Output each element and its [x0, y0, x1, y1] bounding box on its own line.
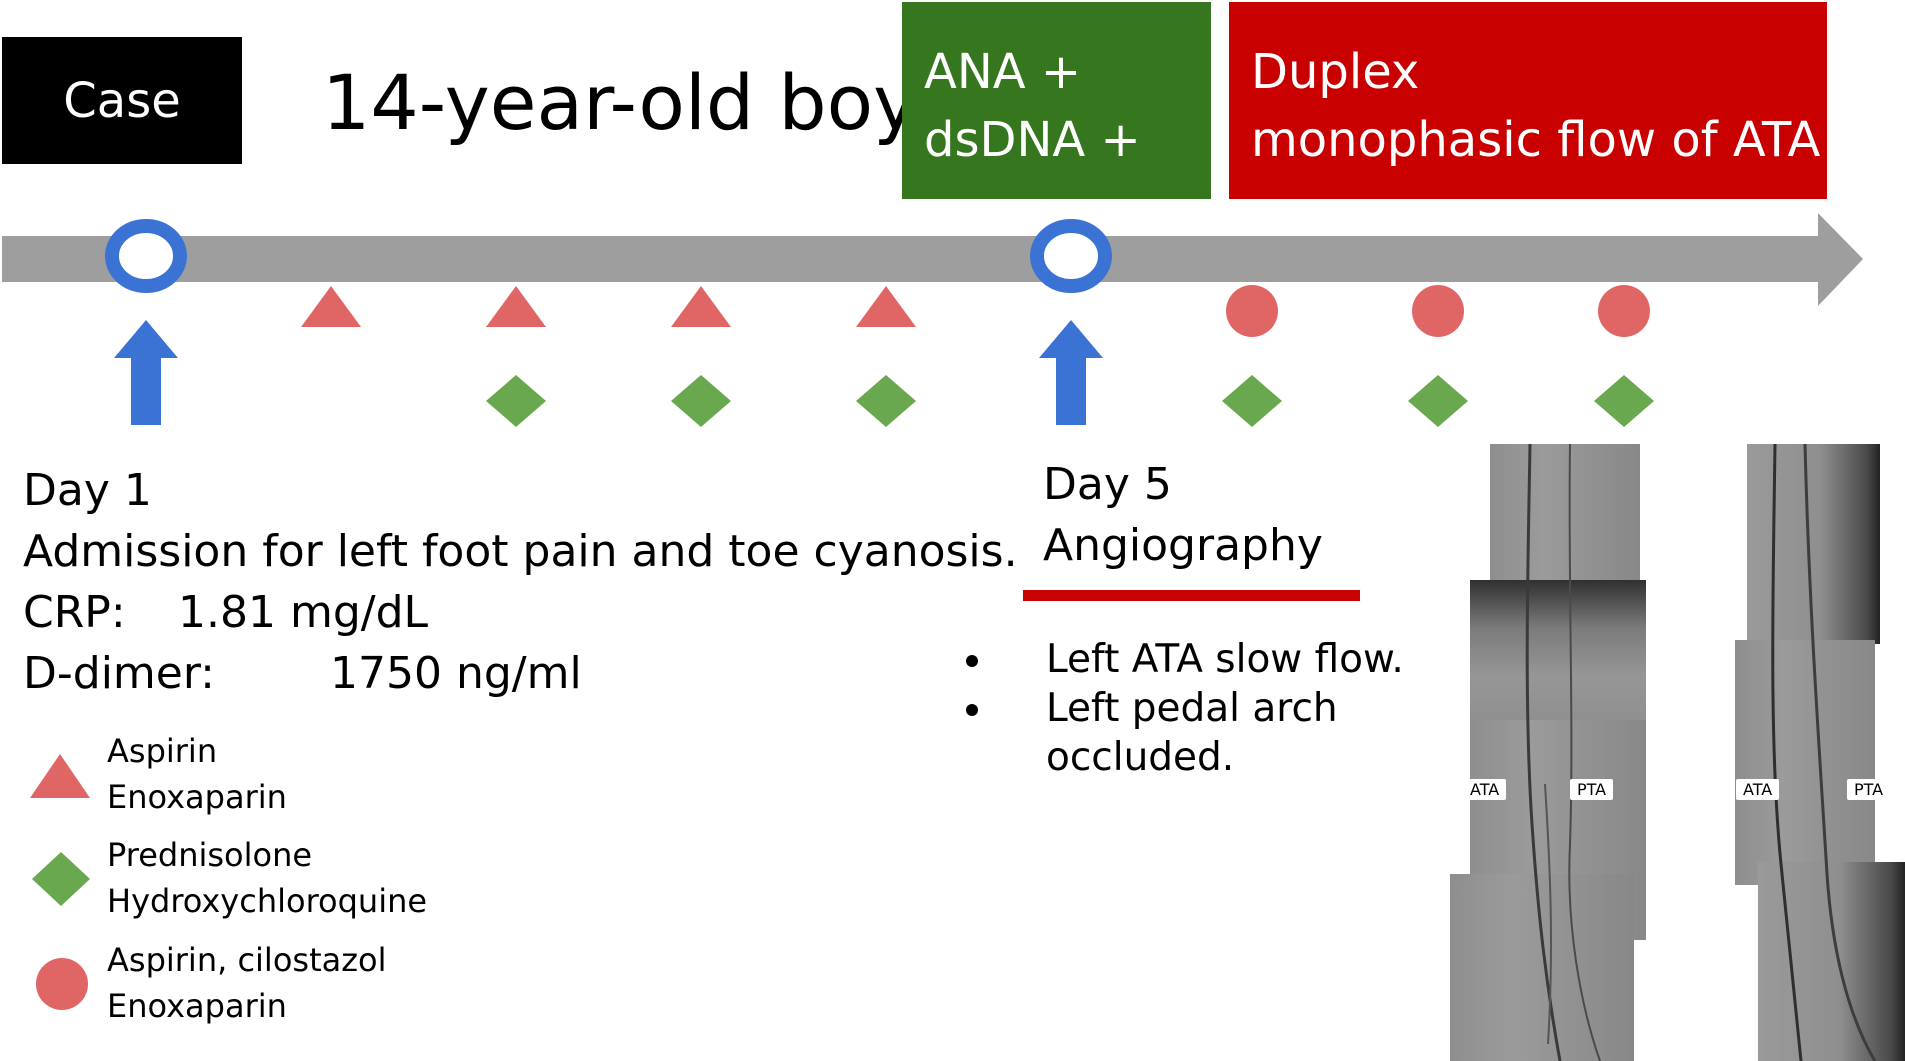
day1-description: Admission for left foot pain and toe cya…: [23, 526, 1018, 577]
legend-diamond-line1: Prednisolone: [107, 836, 313, 874]
timeline-event-marker: [105, 219, 187, 293]
timeline: [2, 213, 1863, 427]
day5-underline: [1023, 590, 1360, 601]
legend-circle-line2: Enoxaparin: [107, 987, 287, 1025]
timeline-event-marker: [1030, 219, 1112, 293]
legend-item-triangle: Aspirin Enoxaparin: [107, 728, 287, 820]
ddimer-row: D-dimer: 1750 ng/ml: [23, 643, 1018, 704]
crp-label: CRP:: [23, 587, 126, 638]
angiogram-1-ata-label: ATA: [1463, 779, 1507, 800]
bullet-icon: [966, 655, 978, 667]
angiogram-1-vessels: [1525, 444, 1601, 1061]
legend-diamond-line2: Hydroxychloroquine: [107, 882, 428, 920]
prednisolone-diamond-marker: [1594, 375, 1654, 427]
angiogram-2-vessels: [1771, 444, 1877, 1061]
legend-item-circle: Aspirin, cilostazol Enoxaparin: [107, 937, 386, 1029]
aspirin-cilostazol-circle-marker: [1412, 285, 1464, 337]
finding-text: Left ATA slow flow.: [1046, 637, 1404, 682]
day1-info: Day 1 Admission for left foot pain and t…: [23, 460, 1018, 704]
day5-findings: Left ATA slow flow. Left pedal arch occl…: [966, 635, 1406, 782]
finding-item: Left pedal arch occluded.: [966, 684, 1406, 782]
prednisolone-diamond-marker: [486, 375, 546, 427]
timeline-markers: [105, 219, 1654, 427]
legend-item-diamond: Prednisolone Hydroxychloroquine: [107, 832, 427, 924]
case-label-box: Case: [2, 37, 242, 164]
up-arrow-icon: [1039, 320, 1103, 425]
legend-circle-line1: Aspirin, cilostazol: [107, 941, 387, 979]
day1-label: Day 1: [23, 465, 152, 516]
labs-line-dsdna: dsDNA +: [924, 112, 1141, 168]
prednisolone-diamond-marker: [671, 375, 731, 427]
angiogram-1-upper-mid: [1470, 580, 1646, 740]
angiogram-2-top: [1747, 444, 1880, 644]
day5-label: Day 5: [1043, 459, 1172, 510]
legend: Aspirin Enoxaparin Prednisolone Hydroxyc…: [28, 728, 448, 1028]
legend-diamond-icon: [32, 852, 90, 906]
duplex-line-title: Duplex: [1251, 44, 1420, 100]
aspirin-enoxaparin-triangle-marker: [486, 286, 546, 327]
up-arrow-icon: [114, 320, 178, 425]
angiogram-1-pta-label: PTA: [1570, 779, 1614, 800]
angiogram-2-bottom: [1758, 862, 1905, 1061]
angiogram-2-ata-label: ATA: [1736, 779, 1780, 800]
prednisolone-diamond-marker: [1222, 375, 1282, 427]
legend-triangle-line1: Aspirin: [107, 732, 218, 770]
crp-row: CRP: 1.81 mg/dL: [23, 582, 1018, 643]
crp-value: 1.81 mg/dL: [178, 587, 429, 638]
aspirin-enoxaparin-triangle-marker: [856, 286, 916, 327]
aspirin-enoxaparin-triangle-marker: [301, 286, 361, 327]
day5-info: Day 5 Angiography: [1043, 454, 1323, 576]
ddimer-label: D-dimer:: [23, 648, 215, 699]
labs-result-box: ANA + dsDNA +: [902, 2, 1211, 199]
duplex-line-finding: monophasic flow of ATA: [1251, 112, 1821, 168]
finding-text: Left pedal arch occluded.: [1046, 686, 1338, 780]
ddimer-value: 1750 ng/ml: [330, 648, 582, 699]
angiogram-2-pta-label: PTA: [1847, 779, 1891, 800]
legend-circle-icon: [36, 958, 88, 1010]
timeline-arrow: [2, 213, 1863, 306]
labs-line-ana: ANA +: [924, 44, 1082, 100]
prednisolone-diamond-marker: [856, 375, 916, 427]
angiogram-2-mid: [1735, 640, 1875, 885]
day5-procedure: Angiography: [1043, 520, 1323, 571]
legend-triangle-icon: [30, 754, 90, 798]
case-label: Case: [63, 72, 181, 129]
legend-triangle-line2: Enoxaparin: [107, 778, 287, 816]
bullet-icon: [966, 704, 978, 716]
aspirin-enoxaparin-triangle-marker: [671, 286, 731, 327]
angiogram-1-bottom: [1450, 874, 1634, 1061]
aspirin-cilostazol-circle-marker: [1598, 285, 1650, 337]
finding-item: Left ATA slow flow.: [966, 635, 1406, 684]
duplex-result-box: Duplex monophasic flow of ATA: [1229, 2, 1827, 199]
aspirin-cilostazol-circle-marker: [1226, 285, 1278, 337]
prednisolone-diamond-marker: [1408, 375, 1468, 427]
page-title: 14-year-old boy: [322, 58, 919, 147]
